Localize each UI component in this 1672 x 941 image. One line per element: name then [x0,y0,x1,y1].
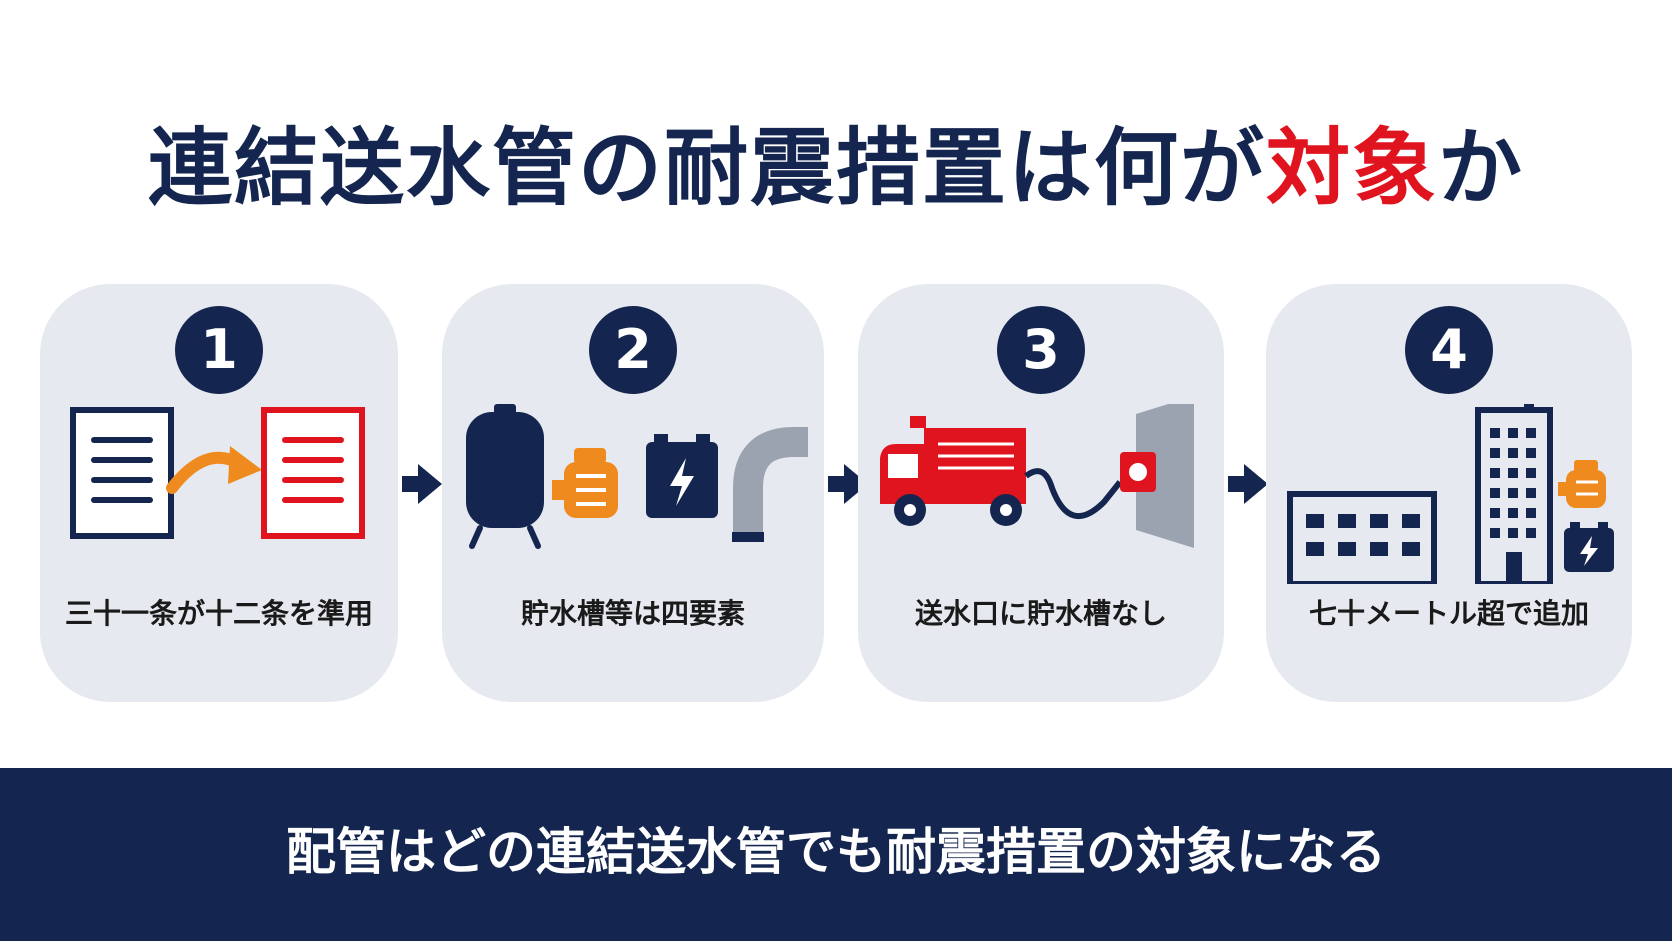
pump-icon [552,448,618,518]
fire-truck-scene [880,404,1194,548]
step-caption-3: 送水口に貯水槽なし [914,597,1167,630]
chevron-right-icon [828,464,868,504]
red-document-icon [261,407,365,539]
low-building-icon [1287,491,1437,584]
summary-banner: 配管はどの連結送水管でも耐震措置の対象になる [0,768,1672,941]
components-icons [466,404,808,549]
step-caption-1: 三十一条が十二条を準用 [64,597,373,630]
inlet-icon [1120,452,1156,492]
step-caption-4: 七十メートル超で追加 [1308,597,1589,630]
title-accent: 対象 [1265,119,1438,217]
battery-icon [1564,522,1614,572]
pump-icon [1558,460,1606,508]
wall-icon [1136,404,1194,548]
pipe-elbow-icon [732,427,808,542]
summary-text: 配管はどの連結送水管でも耐震措置の対象になる [286,823,1386,881]
buildings-scene [1287,404,1614,584]
step-number-4: 4 [1405,306,1493,394]
battery-icon [646,434,718,518]
step-card-2: 2 貯水槽等は四要素 [442,284,824,702]
hose-icon [1024,468,1123,520]
step-number-2: 2 [589,306,677,394]
document-replace-icon [70,407,365,539]
title-main: 連結送水管の耐震措置は何が [147,119,1266,217]
tall-building-icon [1475,404,1553,584]
step-card-1: 1 三十一条が十二条を準用 [40,284,398,702]
chevron-right-icon [1228,464,1268,504]
step-card-4: 4 [1266,284,1632,702]
document-icon [70,407,174,539]
water-tank-icon [466,404,544,549]
title-end: か [1438,119,1525,217]
step-number-1: 1 [175,306,263,394]
chevron-right-icon [402,464,442,504]
step-number-3: 3 [997,306,1085,394]
step-card-3: 3 送水口に貯水槽なし [858,284,1224,702]
step-caption-2: 貯水槽等は四要素 [520,597,745,630]
fire-truck-icon [880,416,1026,526]
page-title: 連結送水管の耐震措置は何が対象か [0,108,1672,228]
